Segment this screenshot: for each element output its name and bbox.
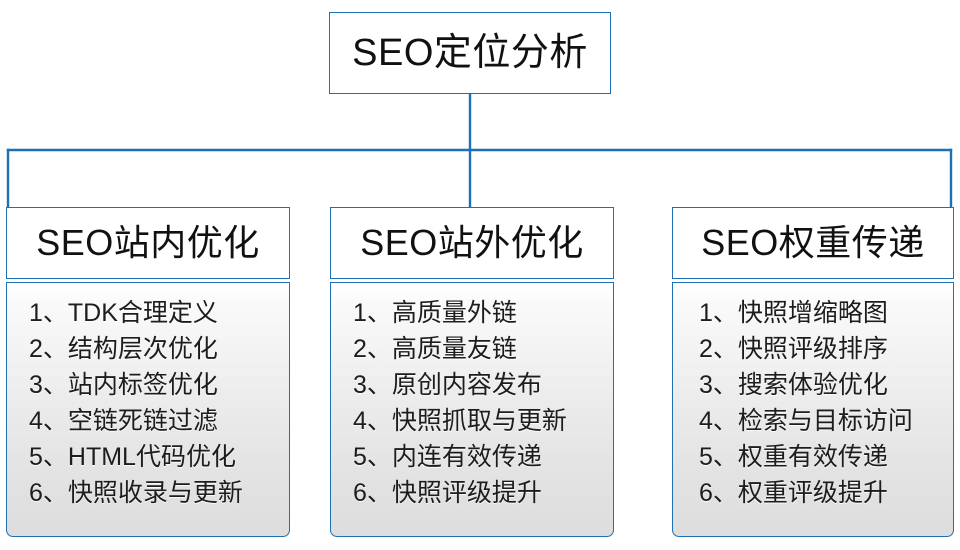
list-item: 6、权重评级提升: [699, 479, 888, 507]
branch-header-label: SEO站外优化: [360, 222, 584, 263]
branch-column-on-site: SEO站内优化 1、TDK合理定义 2、结构层次优化 3、站内标签优化 4、空链…: [6, 207, 290, 537]
list-item: 1、高质量外链: [353, 299, 517, 327]
list-item: 3、原创内容发布: [353, 371, 542, 399]
list-item: 4、空链死链过滤: [29, 407, 218, 435]
list-item: 4、检索与目标访问: [699, 407, 913, 435]
list-item: 2、快照评级排序: [699, 335, 888, 363]
branch-column-off-site: SEO站外优化 1、高质量外链 2、高质量友链 3、原创内容发布 4、快照抓取与…: [330, 207, 614, 537]
branch-item-list: 1、高质量外链 2、高质量友链 3、原创内容发布 4、快照抓取与更新 5、内连有…: [331, 295, 613, 511]
list-item: 3、站内标签优化: [29, 371, 218, 399]
list-item: 1、TDK合理定义: [29, 299, 218, 327]
branch-header-on-site[interactable]: SEO站内优化: [6, 207, 290, 279]
branch-item-list: 1、快照增缩略图 2、快照评级排序 3、搜索体验优化 4、检索与目标访问 5、权…: [673, 295, 953, 511]
root-node-label: SEO定位分析: [352, 32, 588, 74]
branch-header-weight-transfer[interactable]: SEO权重传递: [672, 207, 954, 279]
list-item: 3、搜索体验优化: [699, 371, 888, 399]
list-item: 5、权重有效传递: [699, 443, 888, 471]
list-item: 2、结构层次优化: [29, 335, 218, 363]
list-item: 6、快照收录与更新: [29, 479, 243, 507]
branch-body-off-site: 1、高质量外链 2、高质量友链 3、原创内容发布 4、快照抓取与更新 5、内连有…: [330, 282, 614, 537]
branch-body-on-site: 1、TDK合理定义 2、结构层次优化 3、站内标签优化 4、空链死链过滤 5、H…: [6, 282, 290, 537]
list-item: 4、快照抓取与更新: [353, 407, 567, 435]
branch-header-label: SEO权重传递: [701, 222, 925, 263]
list-item: 5、内连有效传递: [353, 443, 542, 471]
branch-column-weight-transfer: SEO权重传递 1、快照增缩略图 2、快照评级排序 3、搜索体验优化 4、检索与…: [672, 207, 954, 537]
list-item: 2、高质量友链: [353, 335, 517, 363]
branch-header-label: SEO站内优化: [36, 222, 260, 263]
list-item: 6、快照评级提升: [353, 479, 542, 507]
branch-body-weight-transfer: 1、快照增缩略图 2、快照评级排序 3、搜索体验优化 4、检索与目标访问 5、权…: [672, 282, 954, 537]
branch-item-list: 1、TDK合理定义 2、结构层次优化 3、站内标签优化 4、空链死链过滤 5、H…: [7, 295, 289, 511]
list-item: 1、快照增缩略图: [699, 299, 888, 327]
list-item: 5、HTML代码优化: [29, 443, 236, 471]
root-node[interactable]: SEO定位分析: [329, 12, 611, 94]
branch-header-off-site[interactable]: SEO站外优化: [330, 207, 614, 279]
